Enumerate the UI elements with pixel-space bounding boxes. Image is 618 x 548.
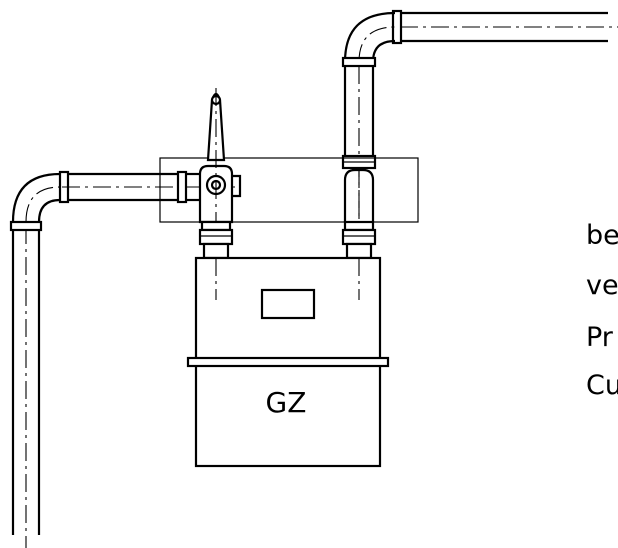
shutoff-valve <box>198 88 242 300</box>
side-text-line-4: Cu <box>586 370 618 401</box>
inlet-meter-connection <box>198 220 234 260</box>
inlet-pipe-vertical <box>9 220 43 548</box>
mounting-bracket <box>159 157 419 223</box>
gas-meter: GZ <box>186 256 390 468</box>
side-text-line-1: be <box>586 220 618 251</box>
outlet-meter-connection <box>341 220 377 260</box>
outlet-pipe-horizontal <box>391 9 618 45</box>
side-text-line-3: Pr <box>586 322 613 353</box>
meter-display-window <box>260 288 316 320</box>
inlet-pipe-elbow <box>11 172 61 223</box>
meter-label: GZ <box>266 386 307 419</box>
side-text-line-2: ve <box>586 270 618 301</box>
outlet-pipe-elbow <box>343 11 396 63</box>
